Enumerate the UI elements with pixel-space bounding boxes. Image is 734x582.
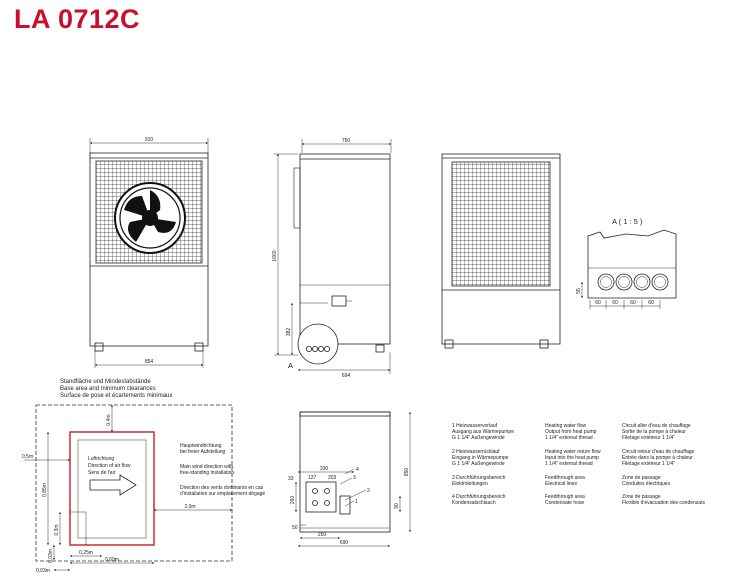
connection-ports-detail [597,273,669,291]
page-title: LA 0712C [14,4,141,34]
legend: 1 Heizwasservorlauf Ausgang aus Wärmepum… [452,423,705,506]
dim-left-clearance: 0,5m [22,454,33,460]
dim-front-base: 854 [145,359,154,365]
legend-2-de-1: 2 Heizwasserrücklauf [452,449,500,455]
legend-2-fr-1: Circuit retour d'eau de chauffage [622,449,695,455]
legend-1-de-2: Ausgang aus Wärmepumpe [452,429,514,435]
label-n2: 2 [367,488,370,494]
clearance-heading-fr: Surface de pose et écartements minimaux [60,393,172,399]
label-n4: 4 [356,467,359,473]
legend-3-en-1: Feedthrough area [545,475,585,481]
back-view [441,153,561,349]
detail-label: A ( 1 : 5 ) [612,217,643,226]
legend-4-fr-2: Flexible d'évacuation des condensats [622,500,705,506]
legend-1-de-3: G 1 1/4" Außengewinde [452,435,505,441]
airflow-label-fr: Sens de l'air [88,470,116,476]
dim-right-clearance: 2,0m [184,504,195,510]
legend-1-en-3: 1 1/4" external thread [545,435,593,441]
dim-side-bottom: 694 [342,373,351,379]
legend-1-fr-2: Sortie de la pompe à chaleur [622,429,686,435]
note-de-1: Hauptwindrichtung [180,443,222,449]
note-en-2: free-standing installation [180,470,234,476]
detail-a: A ( 1 : 5 ) 55 60 60 60 60 [576,217,677,309]
legend-3-fr-2: Conduites électriques [622,481,671,487]
legend-2-de-2: Eingang in Wärmepumpe [452,455,509,461]
legend-1-en-2: Output from heat pump [545,429,597,435]
note-fr-2: d'installation sur emplacement dégagé [180,491,265,497]
legend-2-fr-2: Entrée dans la pompe à chaleur [622,455,693,461]
dim-foot: 0,03m [36,568,50,574]
legend-1-en-1: Heating water flow [545,423,587,429]
dim-base-right: 850 [404,468,410,477]
legend-1-de-1: 1 Heizwasservorlauf [452,423,498,429]
legend-4-en-1: Feedthrough area [545,494,585,500]
dim-top-clearance: 0,4m [106,414,112,425]
dim-base-2: 0,69m [105,557,119,563]
dim-base-bottom-b: 250 [318,532,327,538]
legend-1-fr-3: Filetage extérieur 1 1/4" [622,435,675,441]
connection-ports-side [305,345,330,352]
legend-2-de-3: G 1 1/4" Außengewinde [452,461,505,467]
dim-base-total: 690 [340,540,349,546]
legend-3-en-2: Electrical lines [545,481,577,487]
legend-3-de-1: 3 Durchführungsbereich [452,475,506,481]
label-n3: 3 [353,475,356,481]
dim-base-1: 0,25m [79,550,93,556]
base-ports [312,488,330,506]
dim-detail-w3: 60 [630,300,636,306]
section-marker: A [288,361,293,370]
airflow-label-en: Direction of air flow [88,463,131,469]
dim-base-left2: 260 [290,496,296,505]
dim-bottom-gap: 0,03m [48,549,54,563]
dim-base-a: 127 [308,475,317,481]
dim-side-low: 382 [286,328,292,337]
dim-side-depth: 750 [342,138,351,144]
dim-base-left1: 33 [288,476,294,482]
dim-vertical: 0,85m [42,483,48,497]
legend-3-fr-1: Zone de passage [622,475,661,481]
legend-4-en-2: Condensate hose [545,500,584,506]
dim-base-b: 203 [328,475,337,481]
front-view: 910 854 [89,137,209,368]
dim-base-bottom-a: 50 [292,525,298,531]
note-de-2: bei freier Aufstellung [180,449,226,455]
legend-4-de-1: 4 Durchführungsbereich [452,494,506,500]
clearance-heading-de: Standfläche und Mindestabstände [60,379,151,385]
legend-2-en-1: Heating water return flow [545,449,601,455]
note-fr-1: Direction des vents dominants en cas [180,485,264,491]
dim-detail-h: 55 [576,288,582,294]
fan-icon [114,182,186,254]
dim-inner: 0,3m [54,524,60,535]
legend-2-fr-3: Filetage extérieur 1 1/4" [622,461,675,467]
dim-front-width: 910 [145,137,154,143]
dim-detail-w2: 60 [612,300,618,306]
base-plan: 330 127 203 4 3 2 1 33 260 850 90 50 250… [288,411,411,547]
legend-2-en-3: 1 1/4" external thread [545,461,593,467]
clearance-plan: Standfläche und Mindestabstände Base are… [22,379,265,574]
legend-3-de-2: Elektroleitungen [452,481,488,487]
label-n1: 1 [355,499,358,505]
dim-detail-w4: 60 [648,300,654,306]
legend-2-en-2: Input into the heat pump [545,455,599,461]
clearance-heading-en: Base area and minimum clearances [60,386,156,392]
legend-4-de-2: Kondensatschlauch [452,500,496,506]
dim-base-side: 90 [394,503,400,509]
side-view: 750 1660 382 694 A [272,138,392,379]
airflow-arrow-icon [89,474,137,496]
note-en-1: Main wind direction with [180,464,233,470]
legend-1-fr-1: Circuit aller d'eau de chauffage [622,423,691,429]
dim-side-height: 1660 [272,250,278,261]
dim-detail-w1: 60 [595,300,601,306]
airflow-label-de: Luftrichtung [88,456,114,462]
legend-4-fr-1: Zone de passage [622,494,661,500]
dim-base-top: 330 [320,466,329,472]
